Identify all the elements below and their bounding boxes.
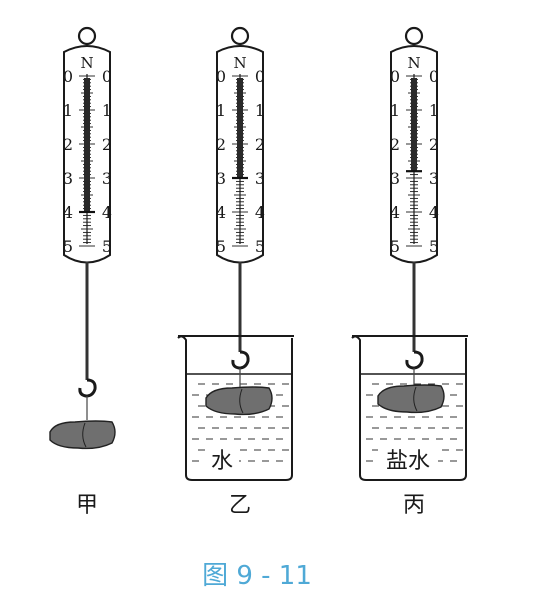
spring-indicator (411, 78, 417, 172)
setup-label-jia: 甲 (76, 493, 98, 518)
scale-number-left-4: 4 (216, 203, 226, 222)
scale-number-left-2: 2 (63, 135, 73, 154)
hook-icon (231, 350, 250, 370)
scale-number-left-1: 1 (216, 101, 226, 120)
scale-number-left-4: 4 (63, 203, 73, 222)
liquid-label-bg (378, 446, 438, 474)
liquid-label-bg (205, 446, 239, 474)
scale-number-right-1: 1 (255, 101, 265, 120)
hanging-ring-icon (77, 26, 97, 46)
rock-crack (413, 386, 418, 412)
scale-number-left-1: 1 (390, 101, 400, 120)
scale-number-right-3: 3 (255, 169, 265, 188)
hanging-ring-icon (404, 26, 424, 46)
scale-number-left-0: 0 (216, 67, 226, 86)
scale-number-right-3: 3 (102, 169, 112, 188)
scale-number-left-2: 2 (216, 135, 226, 154)
rock-crack (82, 422, 87, 448)
scale-number-right-4: 4 (102, 203, 112, 222)
scale-number-right-0: 0 (102, 67, 112, 86)
unit-label: N (407, 54, 420, 72)
scale-number-right-0: 0 (255, 67, 265, 86)
scale-number-left-5: 5 (63, 237, 73, 256)
unit-label: N (80, 54, 93, 72)
scale-number-right-4: 4 (255, 203, 265, 222)
setup-bing: N 0 1 2 3 4 5 0 1 2 3 4 5 盐水 丙 (351, 26, 468, 518)
scale-number-right-4: 4 (429, 203, 439, 222)
scale-number-right-5: 5 (255, 237, 265, 256)
scale-number-left-4: 4 (390, 203, 400, 222)
spring-indicator (84, 78, 90, 212)
scale-number-left-3: 3 (216, 169, 226, 188)
figure-caption: 图 9 - 11 (202, 561, 312, 591)
unit-label: N (233, 54, 246, 72)
scale-number-right-0: 0 (429, 67, 439, 86)
scale-number-right-2: 2 (255, 135, 265, 154)
spring-indicator (237, 78, 243, 178)
hook-icon (78, 378, 97, 398)
scale-number-right-5: 5 (429, 237, 439, 256)
rock (377, 384, 445, 414)
setup-label-yi: 乙 (229, 493, 251, 518)
liquid-label: 盐水 (386, 449, 430, 474)
scale-number-left-0: 0 (63, 67, 73, 86)
setup-jia: N 0 1 2 3 4 5 0 1 2 3 4 5 甲 (49, 26, 116, 518)
hanging-ring-icon (230, 26, 250, 46)
scale-number-left-5: 5 (216, 237, 226, 256)
scale-number-right-2: 2 (429, 135, 439, 154)
hook-icon (405, 350, 424, 370)
scale-number-left-3: 3 (390, 169, 400, 188)
scale-number-right-5: 5 (102, 237, 112, 256)
rock (205, 386, 273, 416)
scale-number-left-2: 2 (390, 135, 400, 154)
scale-number-right-3: 3 (429, 169, 439, 188)
scale-number-left-1: 1 (63, 101, 73, 120)
scale-number-right-1: 1 (102, 101, 112, 120)
scale-number-right-1: 1 (429, 101, 439, 120)
scale-number-right-2: 2 (102, 135, 112, 154)
setup-label-bing: 丙 (403, 493, 425, 518)
setup-yi: N 0 1 2 3 4 5 0 1 2 3 4 5 (177, 26, 294, 518)
rock-crack (239, 388, 244, 414)
scale-number-left-3: 3 (63, 169, 73, 188)
scale-number-left-0: 0 (390, 67, 400, 86)
scale-number-left-5: 5 (390, 237, 400, 256)
liquid-label: 水 (211, 449, 233, 474)
